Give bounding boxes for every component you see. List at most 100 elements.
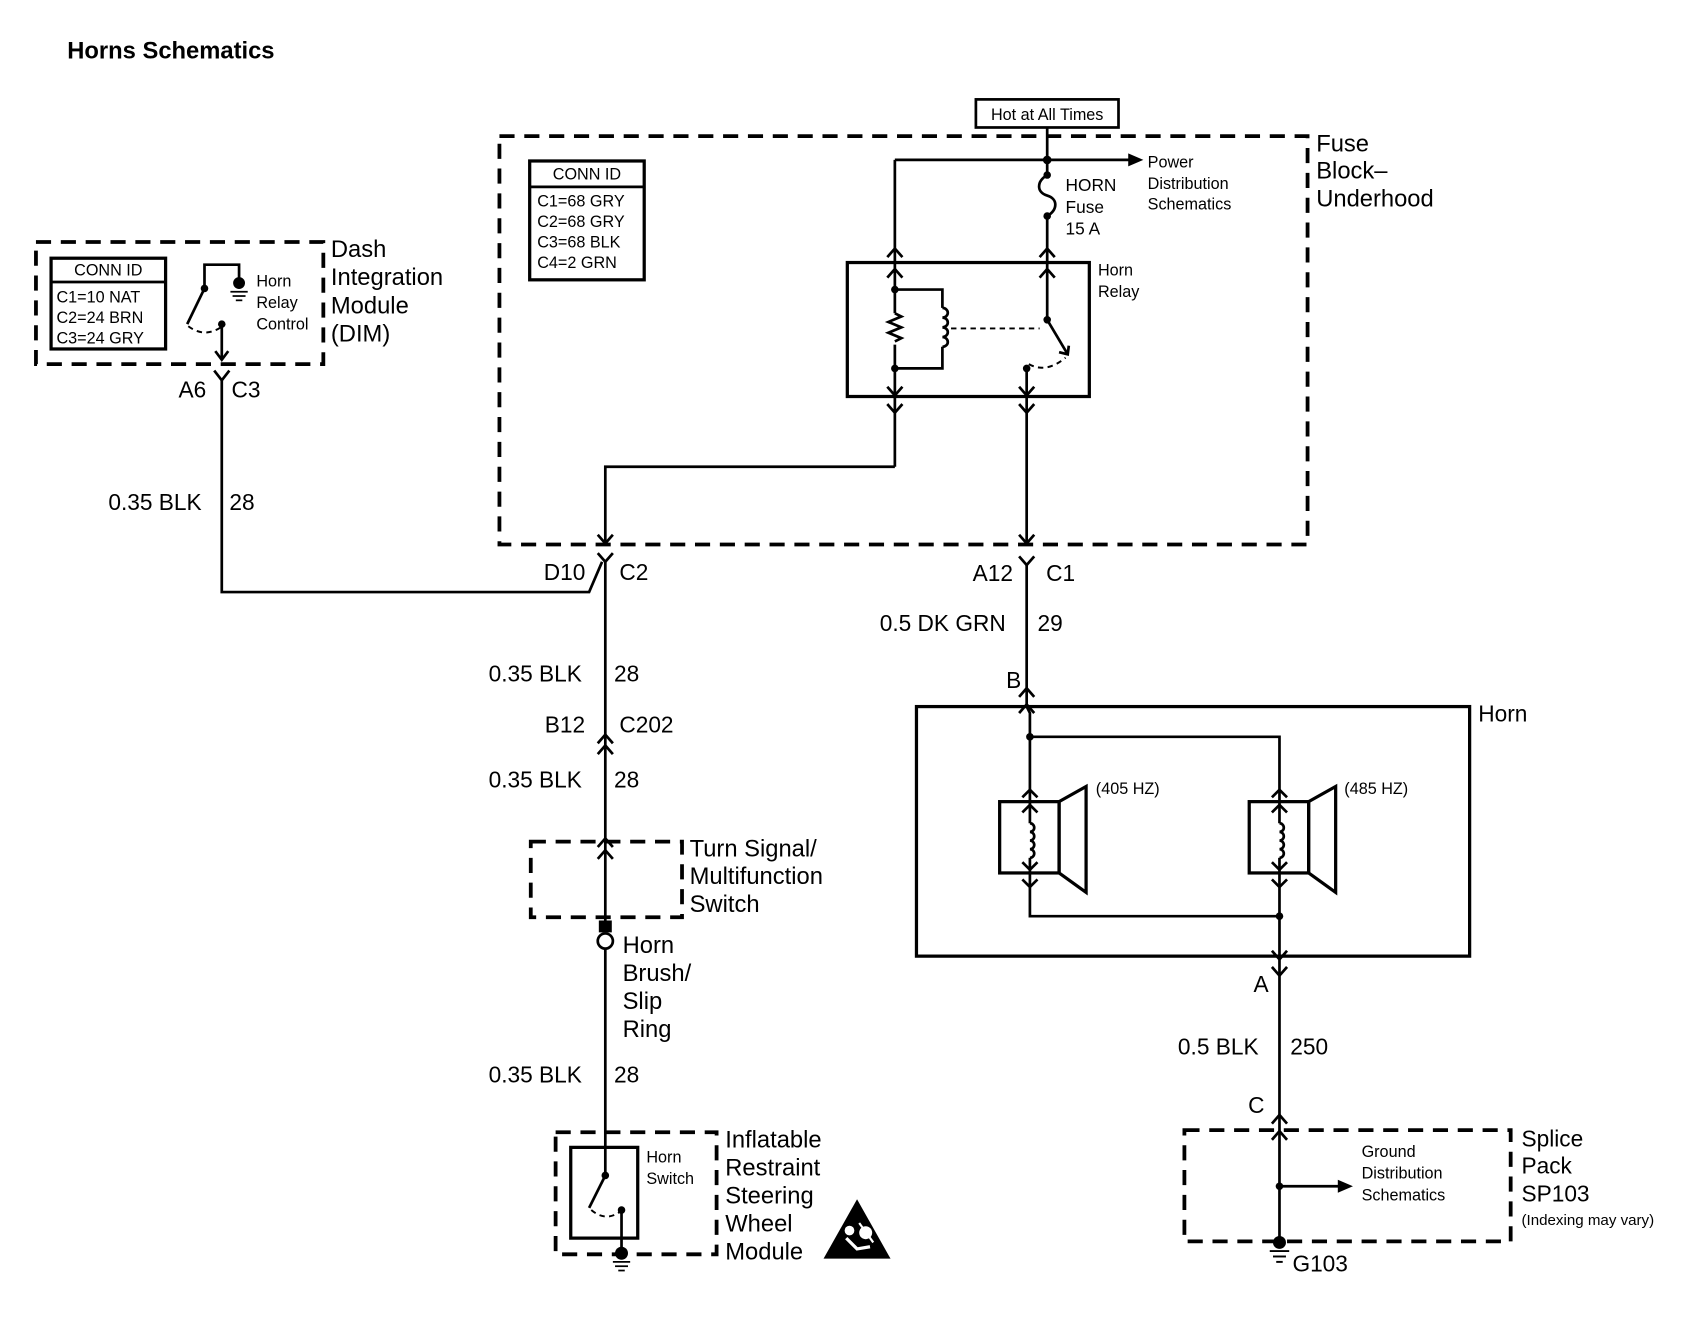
horn-switch-blade: [587, 1174, 607, 1209]
module-name-line: Module: [725, 1239, 803, 1266]
dim-name-line: Module: [331, 292, 409, 319]
horn-label: Horn: [1478, 701, 1527, 727]
ground-distribution-ref-line: Distribution: [1362, 1165, 1443, 1183]
horn-outline: [914, 704, 1472, 958]
connector-chevron: [1018, 702, 1036, 714]
relay-switch-travel: [1028, 356, 1067, 369]
switch-travel: [187, 325, 222, 334]
connector-pin: B12: [545, 712, 585, 738]
ground-distribution-ref-line: Schematics: [1362, 1186, 1446, 1204]
speaker-coil-icon: [1279, 821, 1286, 860]
speaker-coil-icon: [1029, 821, 1036, 860]
connector-chevron: [1018, 686, 1036, 698]
connector-chevron: [596, 732, 614, 745]
ground-g103: G103: [1269, 1235, 1348, 1277]
wire-internal: [1025, 705, 1032, 802]
dim-conn-id-table: CONN ID C1=10 NAT C2=24 BRN C3=24 GRY: [49, 256, 168, 351]
switch-tip: [1058, 345, 1071, 357]
speaker-cone-icon: [1307, 783, 1338, 896]
ground-dot: [233, 277, 246, 290]
speaker-frequency: (405 HZ): [1096, 780, 1160, 798]
connector-pin: A12: [973, 560, 1013, 586]
splice-pack-outline: [1182, 1128, 1513, 1244]
wire-size-color: 0.5 DK GRN: [880, 610, 1006, 636]
control-label-line: Relay: [256, 294, 298, 312]
horn-speaker-485: [1247, 783, 1338, 896]
module-outline: [553, 1130, 719, 1257]
connector-pin: A6: [179, 377, 207, 403]
warning-triangle: [823, 1199, 891, 1259]
power-source: Hot at All Times: [974, 98, 1120, 129]
connector-id: C2: [619, 559, 648, 585]
speaker-frequency: (485 HZ): [1344, 780, 1408, 798]
page-title: Horns Schematics: [67, 37, 274, 64]
turn-signal-multifunction-switch: Turn Signal/ Multifunction Switch: [528, 836, 823, 920]
brush-icon: [598, 920, 612, 933]
connector-pin: D10: [544, 559, 586, 585]
wire-size-color: 0.35 BLK: [108, 489, 201, 515]
turn-signal-label-line: Multifunction: [690, 863, 823, 890]
horn-relay-control-switch: Horn Relay Control: [185, 263, 309, 363]
wire-dim-to-fuse-block: [220, 380, 604, 594]
connector-chevron: [1038, 246, 1056, 259]
conn-id-row: C1=68 GRY: [537, 192, 625, 210]
relay-box: [845, 260, 1091, 399]
connector-chevron: [1021, 861, 1039, 872]
conn-id-box: [49, 256, 168, 351]
wire-size-color: 0.5 BLK: [1178, 1033, 1259, 1059]
switch-travel: [590, 1209, 620, 1218]
conn-id-row: C2=24 BRN: [56, 309, 143, 327]
control-label-line: Control: [256, 316, 308, 334]
arrow-right-icon: [1128, 153, 1144, 167]
wire-relay-coil-to-c2: [603, 465, 895, 543]
relay-switch-blade: [1046, 319, 1069, 356]
connector-chevron: [1021, 802, 1039, 814]
conn-id-box: [528, 159, 646, 282]
connector-chevron: [1018, 533, 1036, 546]
wire-circuit: 28: [229, 489, 254, 515]
wire-internal: [203, 263, 241, 289]
horn-brush-slip-ring: Horn Brush/ Slip Ring: [596, 920, 692, 1043]
fuse-label-line: HORN: [1066, 175, 1117, 195]
horn-switch-box: [569, 1145, 640, 1240]
module-name-line: Inflatable: [725, 1126, 821, 1153]
power-distribution-ref-line: Schematics: [1148, 196, 1232, 214]
fuse-icon: [1037, 173, 1057, 218]
warning-figure-head: [844, 1225, 855, 1236]
slip-ring-icon: [596, 932, 615, 950]
speaker-cone-icon: [1057, 783, 1088, 896]
turn-signal-label-line: Turn Signal/: [690, 836, 818, 863]
conn-id-row: C3=24 GRY: [56, 330, 144, 348]
ground-dot: [615, 1246, 629, 1260]
connector-chevron: [1270, 787, 1288, 799]
fuse-label-line: 15 A: [1066, 218, 1101, 238]
power-distribution-ref-line: Distribution: [1148, 175, 1229, 193]
connector-terminal: A: [1254, 971, 1270, 997]
power-distribution-ref-line: Power: [1148, 153, 1194, 171]
relay-label-line: Horn: [1098, 261, 1133, 279]
wire-circuit: 250: [1290, 1033, 1328, 1059]
dim-outline: [34, 240, 326, 366]
module-name-line: Wheel: [725, 1211, 792, 1238]
slip-ring-label-line: Brush/: [623, 960, 692, 987]
inflatable-restraint-steering-wheel-module: Horn Switch Inflatable Restraint Steerin…: [553, 1126, 891, 1272]
ground-label: G103: [1292, 1251, 1347, 1277]
splice-pack-name-line: SP103: [1521, 1180, 1589, 1206]
connector-chevron: [1038, 266, 1056, 279]
relay-label-line: Relay: [1098, 283, 1140, 301]
fuse-block-name-line-3: Underhood: [1316, 185, 1434, 212]
conn-id-header: CONN ID: [74, 261, 142, 279]
wire-internal: [1029, 735, 1281, 802]
horn-fuse: HORN Fuse 15 A: [1037, 171, 1117, 238]
connector-terminal: B: [1006, 667, 1021, 693]
airbag-warning-icon: [823, 1199, 891, 1259]
wire-size-color: 0.35 BLK: [489, 1062, 582, 1088]
conn-id-row: C3=68 BLK: [537, 233, 620, 251]
conn-id-row: C4=2 GRN: [537, 254, 617, 272]
conn-id-row: C1=10 NAT: [56, 289, 140, 307]
splice-pack-name-line: Pack: [1521, 1152, 1572, 1178]
wire-circuit: 28: [614, 1062, 639, 1088]
warning-figure-body: [845, 1236, 871, 1251]
fuse-block-underhood: Fuse Block– Underhood CONN ID C1=68 GRY …: [497, 127, 1434, 547]
dim-name-line: (DIM): [331, 320, 390, 347]
